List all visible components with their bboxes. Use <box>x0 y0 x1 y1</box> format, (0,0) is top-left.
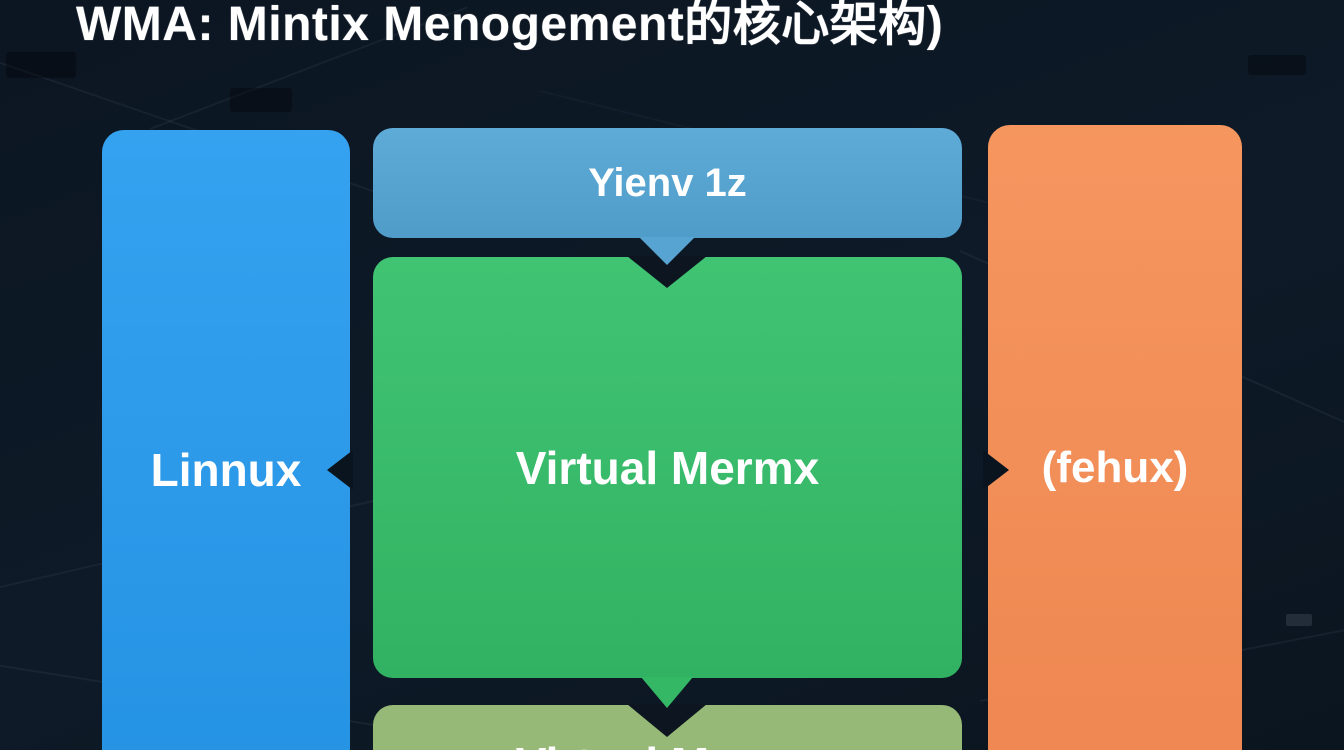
block-yienv: Yienv 1z <box>373 128 962 238</box>
arrow-right-icon <box>983 450 1009 490</box>
arrow-down-icon <box>639 237 695 265</box>
block-linnux: Linnux <box>102 130 350 750</box>
bg-patch <box>230 88 292 112</box>
block-virtual-mermx: Virtual Mermx <box>373 257 962 678</box>
block-fehux-label: (fehux) <box>1041 442 1189 492</box>
block-bottom-label: Virtual Mermx <box>373 737 962 750</box>
bg-patch <box>6 52 76 78</box>
block-virtual-mermx-label: Virtual Mermx <box>515 441 820 494</box>
block-linnux-label: Linnux <box>150 444 302 496</box>
arrow-left-icon <box>327 450 353 490</box>
bg-patch <box>1248 55 1306 75</box>
notch-bottom-icon <box>627 704 707 737</box>
page-title: WMA: Mintix Menogement的核心架构) <box>76 0 944 51</box>
block-yienv-label: Yienv 1z <box>588 160 747 205</box>
arrow-down-icon <box>641 677 693 708</box>
block-fehux: (fehux) <box>988 125 1242 750</box>
bg-patch <box>1286 614 1312 626</box>
